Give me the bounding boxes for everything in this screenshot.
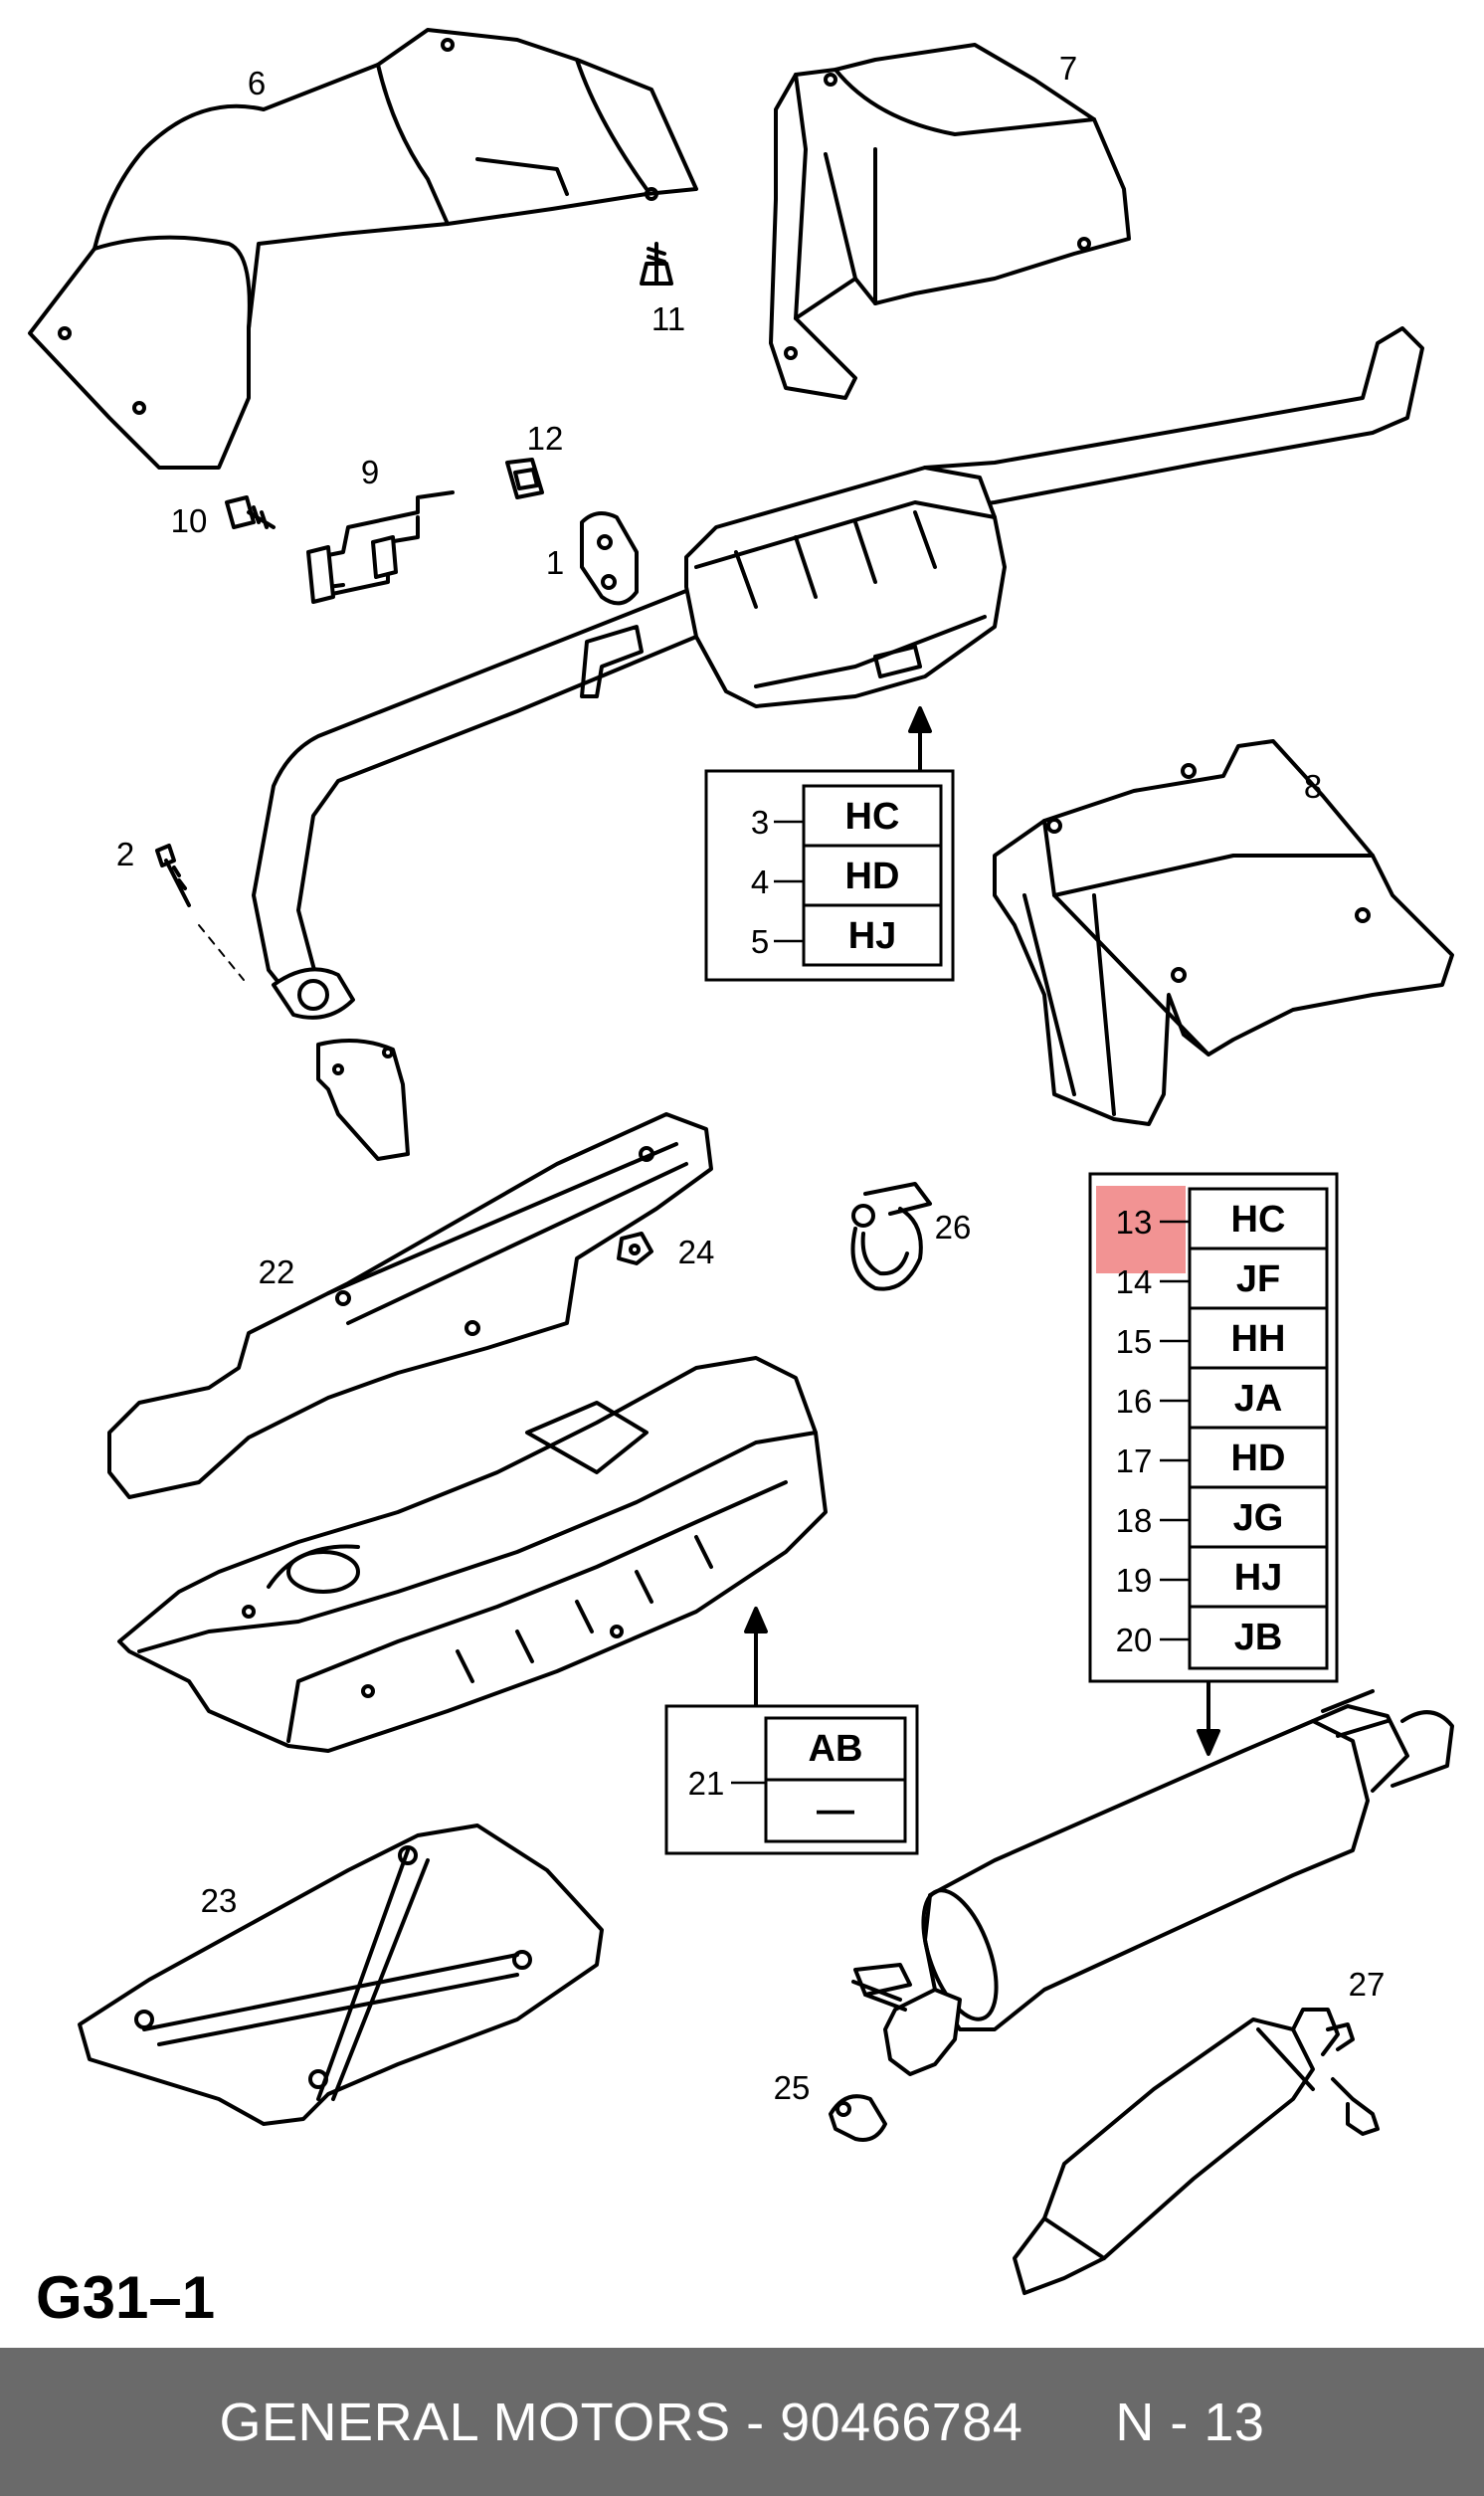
table-a-num-4: 4 [751,864,769,900]
table-b-num-15: 15 [1116,1323,1153,1360]
table-b-code-14: JF [1236,1258,1280,1300]
bracket-part-9 [306,490,455,604]
rubber-mount-part-1 [580,511,639,606]
callout-9: 9 [361,454,379,490]
table-b-code-15: HH [1231,1318,1286,1360]
callout-25: 25 [774,2069,811,2106]
footer-bar: GENERAL MOTORS - 90466784 N - 13 [0,2348,1484,2496]
table-b-num-20: 20 [1116,1622,1153,1658]
table-a-num-5: 5 [751,923,769,960]
callout-7: 7 [1059,50,1077,87]
callout-11: 11 [651,300,685,337]
heat-shield-part-21 [117,1356,828,1753]
table-b-code-18: JG [1233,1497,1284,1539]
clamp-part-26 [850,1182,932,1291]
variant-table-c: 21 AB — [664,1704,919,1855]
front-pipe-and-center-muffler [252,326,1424,1020]
table-b-num-18: 18 [1116,1502,1153,1539]
table-b-code-20: JB [1234,1617,1283,1658]
clip-part-12 [505,458,544,499]
exhaust-parts-diagram: 6 7 11 12 9 10 1 2 8 22 24 26 23 25 27 3… [28,28,1454,2331]
callout-1: 1 [546,544,564,581]
table-b-code-17: HD [1231,1438,1286,1479]
table-b-num-16: 16 [1116,1383,1153,1420]
bolt-part-11 [640,242,673,286]
table-a-code-4: HD [845,856,900,897]
table-b-code-16: JA [1234,1378,1283,1420]
table-c-code-1: AB [809,1728,863,1770]
table-b-num-13: 13 [1116,1204,1153,1241]
callout-23: 23 [201,1882,238,1919]
heat-shield-part-7 [769,43,1131,400]
table-a-code-5: HJ [848,915,897,957]
callout-12: 12 [527,420,564,457]
table-b-num-14: 14 [1116,1263,1153,1300]
table-a-code-3: HC [845,796,900,838]
variant-table-a: 3 4 5 HC HD HJ [704,769,955,982]
heat-shield-part-8 [993,739,1454,1126]
part-callouts: 6 7 11 12 9 10 1 2 8 22 24 26 23 25 27 [116,50,1386,2106]
bolt-part-2 [155,844,245,981]
table-c-num-21: 21 [688,1765,725,1802]
heat-shield-part-22 [107,1112,713,1499]
table-b-code-19: HJ [1234,1557,1283,1599]
callout-27: 27 [1349,1966,1386,2003]
callout-2: 2 [116,836,134,872]
rear-muffler [851,1689,1454,2076]
variant-table-b: 13 14 15 16 17 18 19 20 HC JF HH JA HD J… [1088,1172,1339,1683]
heat-shield-part-23 [78,1824,604,2126]
footer-text: GENERAL MOTORS - 90466784 N - 13 [219,2392,1265,2452]
highlight-row-13 [1096,1186,1186,1273]
callout-26: 26 [935,1209,972,1246]
sealant-tube-part-27 [1013,2008,1380,2295]
page-code: G31–1 [36,2264,215,2331]
callout-10: 10 [171,502,208,539]
nut-part-24 [617,1232,653,1265]
heat-shield-part-6 [28,28,698,470]
gasket [316,1039,410,1161]
table-c-code-2: — [817,1790,854,1831]
callout-24: 24 [678,1234,715,1270]
table-b-num-17: 17 [1116,1442,1153,1479]
table-b-num-19: 19 [1116,1562,1153,1599]
table-b-code-13: HC [1231,1199,1286,1241]
callout-8: 8 [1304,768,1322,805]
table-a-num-3: 3 [751,804,769,841]
clip-part-25 [829,2094,887,2142]
bolt-part-10 [225,495,276,529]
callout-22: 22 [259,1253,295,1290]
callout-6: 6 [248,65,266,101]
